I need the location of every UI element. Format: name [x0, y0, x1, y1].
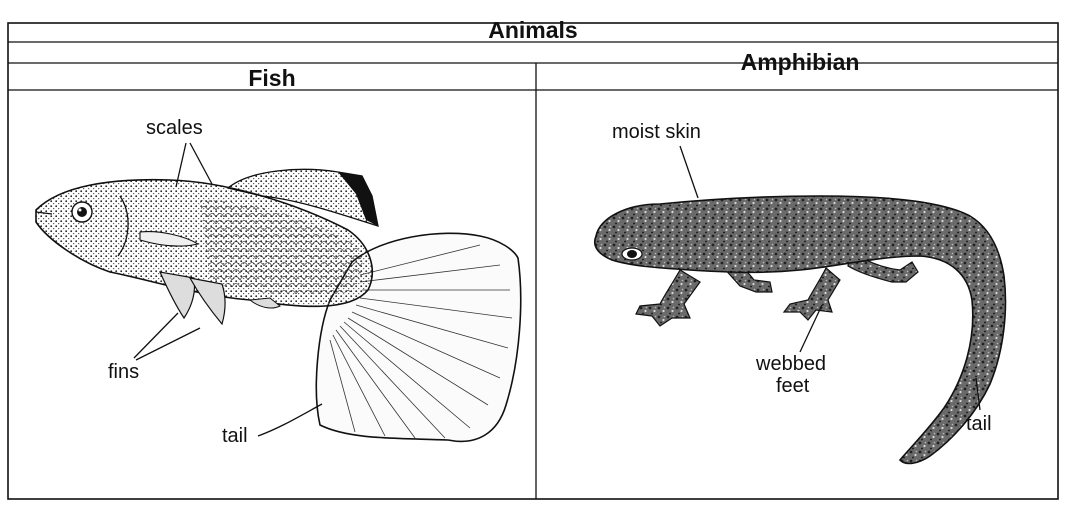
salamander-illustration: [595, 196, 1006, 463]
salamander-body: [595, 196, 1006, 463]
fish-eye: [72, 202, 92, 222]
fish-scale-pattern: [200, 200, 363, 295]
fish-pelvic-fin-1: [160, 272, 195, 318]
fish-illustration: [36, 169, 521, 441]
leader-fish-fins-1: [134, 313, 178, 358]
label-amphibian-tail: tail: [966, 413, 992, 435]
fish-pelvic-fin-2: [190, 278, 225, 324]
salamander-front-leg-left: [636, 270, 700, 326]
leader-fish-fins-2: [136, 328, 200, 360]
salamander-back-leg-left: [784, 268, 840, 320]
label-amphibian-feet: feet: [776, 375, 810, 397]
label-fish-scales: scales: [146, 117, 203, 139]
column-heading-fish: Fish: [248, 65, 295, 91]
label-amphibian-moist-skin: moist skin: [612, 121, 701, 143]
label-fish-tail: tail: [222, 425, 248, 447]
leader-amphibian-moist-skin: [680, 146, 698, 198]
leader-fish-scales-2: [190, 143, 212, 184]
column-heading-amphibian: Amphibian: [741, 49, 860, 75]
salamander-eye: [622, 248, 642, 260]
label-fish-fins: fins: [108, 361, 139, 383]
leader-fish-tail: [258, 404, 322, 436]
label-amphibian-webbed: webbed: [755, 353, 826, 375]
table-title: Animals: [488, 17, 577, 43]
